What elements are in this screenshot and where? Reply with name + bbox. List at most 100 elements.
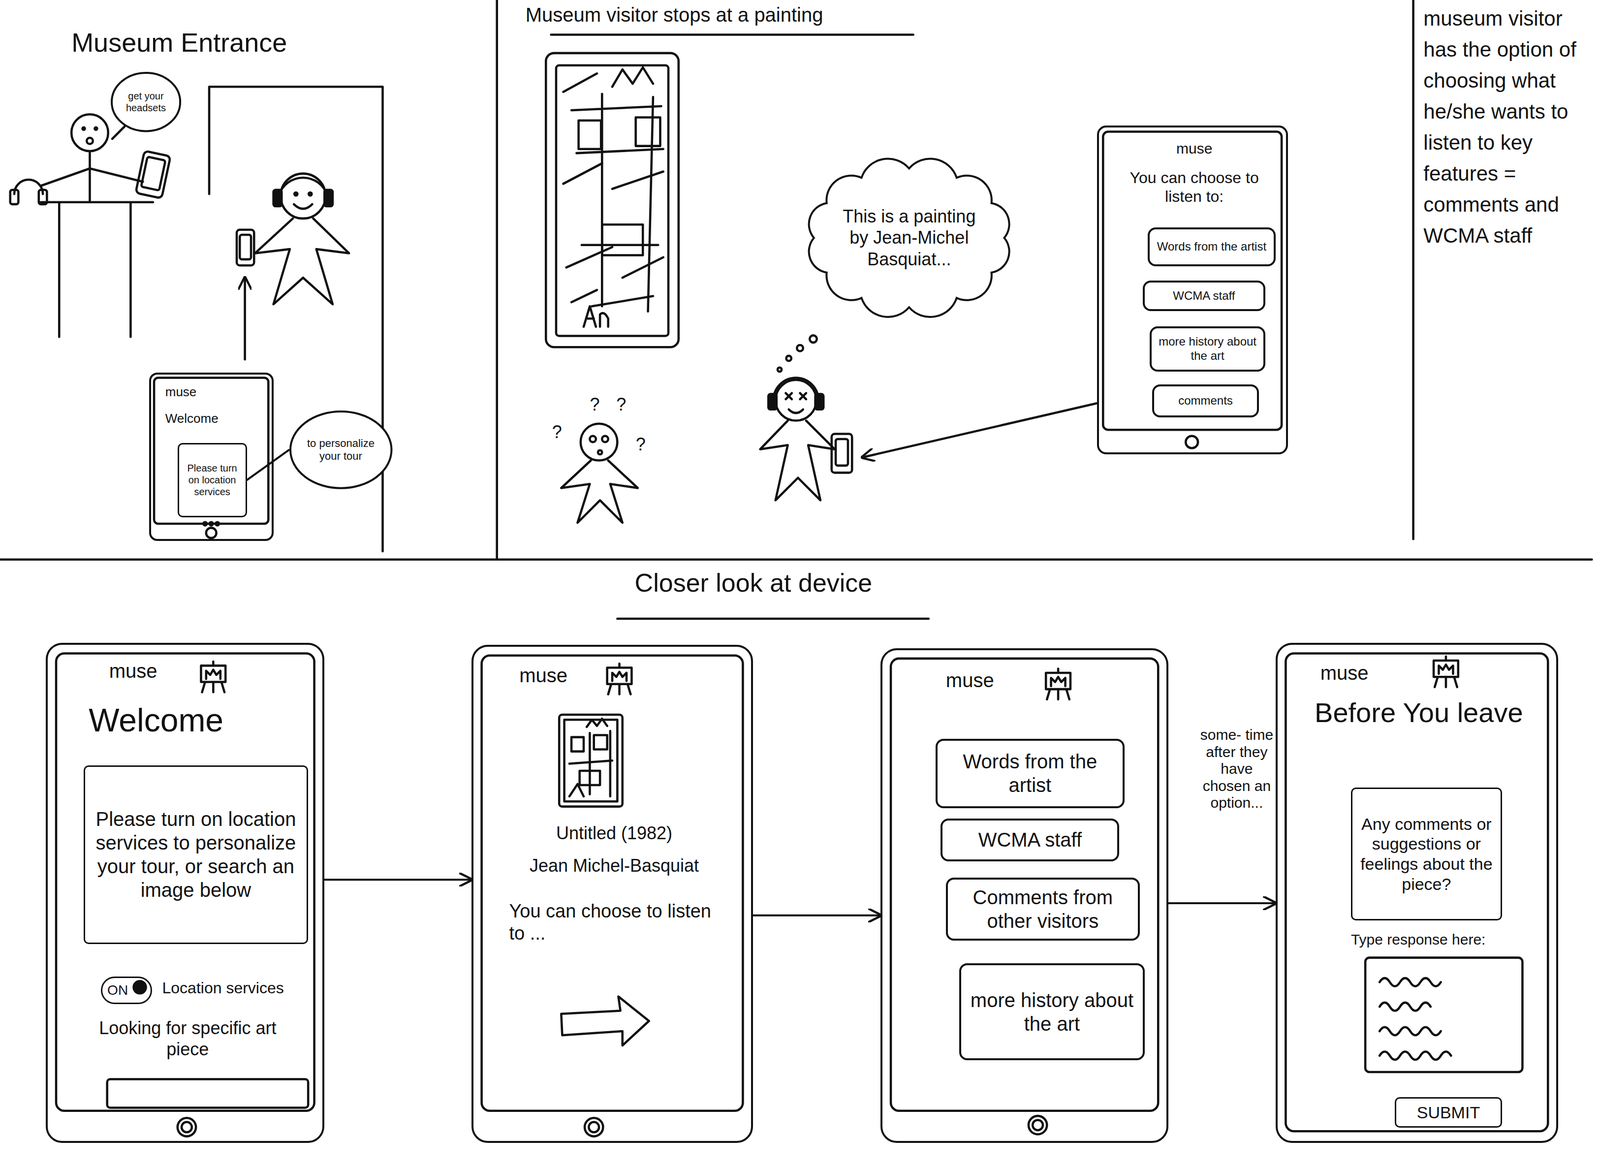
node-text: SUBMIT: [1402, 1102, 1495, 1123]
easel-logo: [1433, 656, 1459, 688]
phone-screen: Please turn on location services museWelc…: [149, 372, 274, 541]
text-wrap: comments: [1160, 393, 1252, 408]
attendant-mouth: [86, 137, 93, 144]
screen-text: muse: [109, 658, 232, 683]
screen-text: muse: [1320, 660, 1423, 685]
screen-text: You can choose to listen to ...: [508, 900, 729, 945]
node-text: Please turn on location services to pers…: [91, 807, 301, 902]
screen-text: You can choose to listen to:: [1114, 168, 1275, 207]
node-text: more history about the art: [967, 988, 1137, 1036]
headphones-symbol: [324, 189, 333, 207]
figure-eye: [601, 436, 608, 442]
attendant-body: [40, 151, 143, 203]
text-wrap: Please turn on location services to pers…: [91, 807, 301, 902]
text-wrap: WCMA staff: [948, 827, 1112, 852]
node-text: Comments from other visitors: [953, 885, 1132, 933]
node-text: to personalize your tour: [305, 437, 377, 464]
option-button: more history about the art: [1149, 326, 1265, 372]
screen-text: muse: [519, 663, 622, 688]
node-text: Words from the artist: [1155, 239, 1268, 254]
text-wrap: more history about the art: [1157, 334, 1257, 364]
figure-eye: [589, 436, 596, 442]
thought-dot: [796, 345, 803, 351]
device-symbol: [831, 434, 852, 473]
listening-figure: [760, 377, 853, 501]
next-arrow-icon: [561, 996, 649, 1046]
painting-thumbnail: [559, 714, 623, 807]
node-text: Words from the artist: [943, 749, 1117, 797]
home-button: [181, 1122, 192, 1133]
attendant-head: [71, 114, 109, 152]
edge-label: some- time after they have chosen an opt…: [1199, 726, 1274, 812]
visitor-eye: [294, 192, 298, 196]
typed-squiggle: [1379, 977, 1451, 1060]
text-wrap: This is a painting by Jean-Michel Basqui…: [841, 205, 977, 270]
text-wrap: to personalize your tour: [305, 437, 377, 464]
text-wrap: Comments from other visitors: [953, 885, 1132, 933]
node-text: This is a painting by Jean-Michel Basqui…: [841, 205, 977, 270]
device-symbol: [135, 150, 171, 198]
headset-symbol: [10, 189, 19, 205]
headphones-symbol: [768, 394, 777, 410]
figure-body: [561, 460, 638, 523]
visitor-figure: [236, 173, 349, 305]
home-button: [588, 1122, 599, 1133]
side-note: museum visitor has the option of choosin…: [1423, 2, 1585, 251]
thought-dot: [777, 367, 782, 372]
thought-cloud: This is a painting by Jean-Michel Basqui…: [795, 151, 1023, 325]
device-symbol: [239, 234, 251, 260]
node-text: comments: [1160, 393, 1252, 408]
screen-text: muse: [165, 384, 268, 400]
device-symbol: [141, 156, 166, 191]
text-wrap: Any comments or suggestions or feelings …: [1358, 814, 1495, 895]
home-button: [206, 527, 217, 538]
option-button: Comments from other visitors: [945, 877, 1140, 942]
node-text: Any comments or suggestions or feelings …: [1358, 814, 1495, 895]
phone-screen: museUntitled (1982)Jean Michel-BasquiatY…: [471, 644, 753, 1143]
reception-desk: [40, 202, 154, 338]
painting-scribble: [601, 224, 643, 255]
text-wrap: SUBMIT: [1402, 1102, 1495, 1123]
visitor-head: [280, 173, 326, 219]
painting-thumbnail: [569, 718, 613, 797]
node-text: more history about the art: [1157, 334, 1257, 364]
screen-text: muse: [1098, 139, 1290, 158]
thought-dot: [809, 335, 817, 343]
text-wrap: Words from the artist: [1155, 239, 1268, 254]
node-text: WCMA staff: [1150, 288, 1258, 304]
bubble-tail: [112, 126, 125, 139]
screen-text: Welcome: [88, 700, 314, 740]
search-field: [107, 1078, 309, 1108]
painting-frame: [545, 53, 679, 347]
figure-head: [775, 379, 817, 421]
option-button: more history about the art: [959, 963, 1145, 1061]
bubble-outline: [290, 411, 392, 489]
toggle-knob: [133, 980, 147, 994]
easel-logo: [607, 663, 632, 694]
painting-scribble: [571, 67, 664, 312]
option-button: Words from the artist: [935, 738, 1125, 809]
bubble-outline: [111, 72, 181, 131]
text-wrap: get your headsets: [121, 90, 171, 114]
headphones-symbol: [815, 394, 824, 410]
text-wrap: ON: [107, 981, 146, 999]
home-button: [584, 1117, 603, 1136]
attendant-eye: [94, 127, 97, 130]
screen-text: Welcome: [165, 410, 268, 427]
phone-screen: Words from the artistWCMA staffComments …: [880, 648, 1169, 1144]
screen-text: Type response here:: [1350, 930, 1545, 949]
headphones-symbol: [773, 377, 819, 401]
easel-logo: [1045, 668, 1071, 700]
question-mark: ?: [616, 393, 631, 415]
notice-box: Please turn on location services: [177, 442, 248, 518]
node-text: Please turn on location services: [185, 462, 240, 498]
phone-screen-edge: [1285, 653, 1548, 1132]
phone-screen-edge: [1102, 131, 1282, 431]
speech-bubble: get your headsets: [110, 71, 182, 133]
attendant-eye: [82, 127, 86, 130]
home-button: [177, 1117, 196, 1136]
phone-screen-edge: [56, 653, 315, 1111]
painting-frame: [556, 65, 669, 337]
speech-bubble: to personalize your tour: [288, 409, 393, 490]
